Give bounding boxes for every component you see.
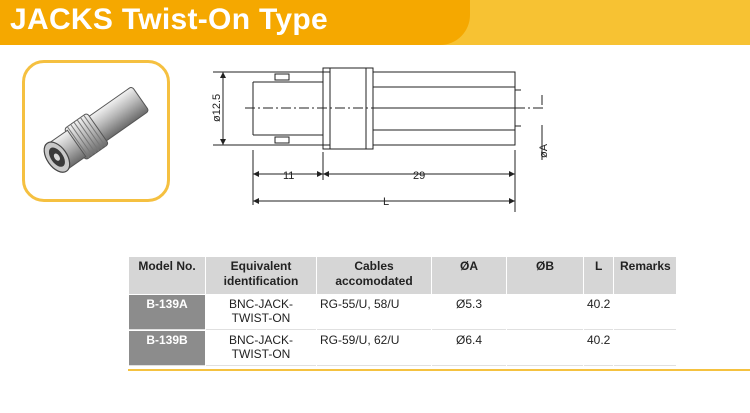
cell-cables: RG-55/U, 58/U: [317, 295, 431, 330]
cell-diameter-a: Ø5.3: [432, 295, 506, 330]
dim-a-label: øA: [538, 143, 550, 158]
product-photo-frame: [22, 60, 170, 202]
cell-model: B-139B: [129, 331, 205, 366]
cell-equivalent: BNC-JACK-TWIST-ON: [206, 295, 316, 330]
cell-diameter-a: Ø6.4: [432, 331, 506, 366]
header-diameter-a: ØA: [432, 257, 506, 294]
cell-diameter-b: [507, 331, 583, 366]
cell-model: B-139A: [129, 295, 205, 330]
header-model-no: Model No.: [129, 257, 205, 294]
cell-length: 40.2: [584, 331, 614, 366]
header-tab: JACKS Twist-On Type: [0, 0, 470, 45]
dim-left-label: 11: [283, 170, 294, 182]
dim-right-label: 29: [413, 170, 425, 182]
cell-diameter-b: [507, 295, 583, 330]
table-row: B-139B BNC-JACK-TWIST-ON RG-59/U, 62/U Ø…: [129, 331, 677, 366]
dim-total-label: L: [383, 196, 389, 208]
cell-equivalent: BNC-JACK-TWIST-ON: [206, 331, 316, 366]
cell-cables: RG-59/U, 62/U: [317, 331, 431, 366]
dim-diameter-label: ø12.5: [211, 94, 223, 122]
header-diameter-b: ØB: [507, 257, 583, 294]
technical-drawing: ø12.5 11 29 L øA: [211, 67, 550, 212]
page-title: JACKS Twist-On Type: [10, 3, 328, 36]
bottom-divider: [128, 369, 750, 371]
cell-remarks: [614, 331, 677, 366]
header-length: L: [584, 257, 614, 294]
table-row: B-139A BNC-JACK-TWIST-ON RG-55/U, 58/U Ø…: [129, 295, 677, 330]
header-bar: JACKS Twist-On Type: [0, 0, 750, 45]
cell-remarks: [614, 295, 677, 330]
cell-length: 40.2: [584, 295, 614, 330]
header-remarks: Remarks: [614, 257, 677, 294]
connector-photo-illustration: [43, 87, 149, 173]
